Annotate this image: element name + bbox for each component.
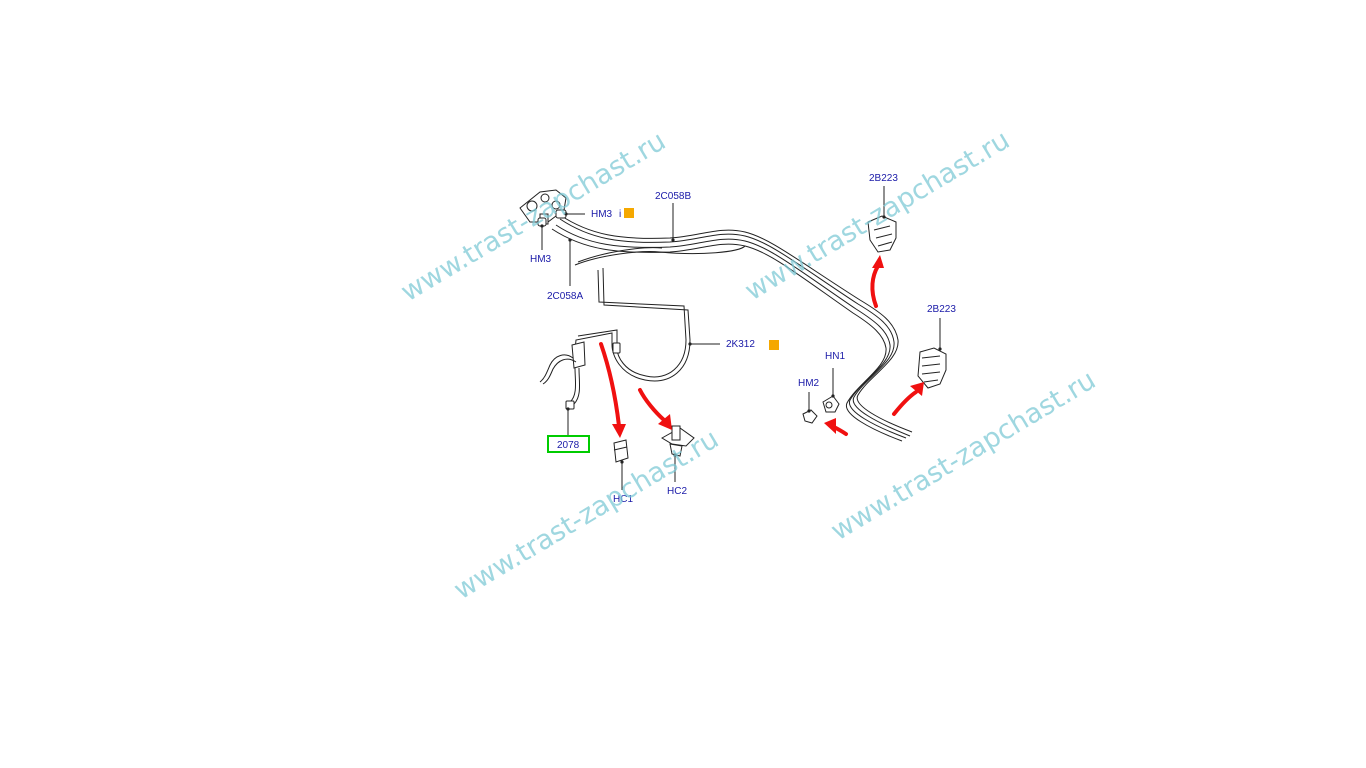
red-arrow-to-hc2 <box>638 388 672 430</box>
label-hm3-bottom[interactable]: HM3 <box>530 254 552 265</box>
red-arrow-to-2b223-top <box>870 255 884 308</box>
info-marker-2k312[interactable] <box>769 340 779 350</box>
2b223-bracket-right[interactable] <box>917 347 947 389</box>
info-marker-hm3[interactable] <box>624 208 634 218</box>
red-arrow-to-2b223-right <box>892 382 924 416</box>
label-2k312[interactable]: 2K312 <box>726 339 755 350</box>
label-2c058a[interactable]: 2C058A <box>547 291 583 302</box>
watermark-text: www.trast-zapchast.ru <box>740 124 1016 307</box>
svg-text:i: i <box>619 209 621 220</box>
red-arrow-to-hn1 <box>824 418 848 436</box>
pipe-coupling <box>612 342 621 354</box>
label-hm2[interactable]: HM2 <box>798 378 820 389</box>
flexible-hose-2078[interactable] <box>539 341 586 410</box>
red-arrow-to-hc1 <box>599 342 626 438</box>
label-2c058b[interactable]: 2C058B <box>655 191 691 202</box>
hc2-clip[interactable] <box>661 425 695 457</box>
label-hn1[interactable]: HN1 <box>825 351 845 362</box>
watermark-layer: www.trast-zapchast.ru www.trast-zapchast… <box>396 124 1102 606</box>
hm3-clip-top[interactable]: HM3 i <box>555 208 634 220</box>
label-hc1[interactable]: HC1 <box>613 494 633 505</box>
label-hm3-top[interactable]: HM3 <box>591 209 613 220</box>
label-2078[interactable]: 2078 <box>557 440 580 451</box>
label-2b223-top[interactable]: 2B223 <box>869 173 898 184</box>
highlight-box-2078 <box>547 435 590 453</box>
brake-pipe-bundle <box>551 214 913 442</box>
label-2b223-right[interactable]: 2B223 <box>927 304 956 315</box>
label-hc2[interactable]: HC2 <box>667 486 687 497</box>
watermark-text: www.trast-zapchast.ru <box>449 423 725 606</box>
hn1-clip[interactable] <box>822 395 840 413</box>
watermark-text: www.trast-zapchast.ru <box>826 364 1102 547</box>
brake-valve-block[interactable] <box>519 189 567 225</box>
hm3-clip-bottom[interactable]: HM3 <box>530 217 552 265</box>
hc1-clip[interactable] <box>613 439 629 463</box>
